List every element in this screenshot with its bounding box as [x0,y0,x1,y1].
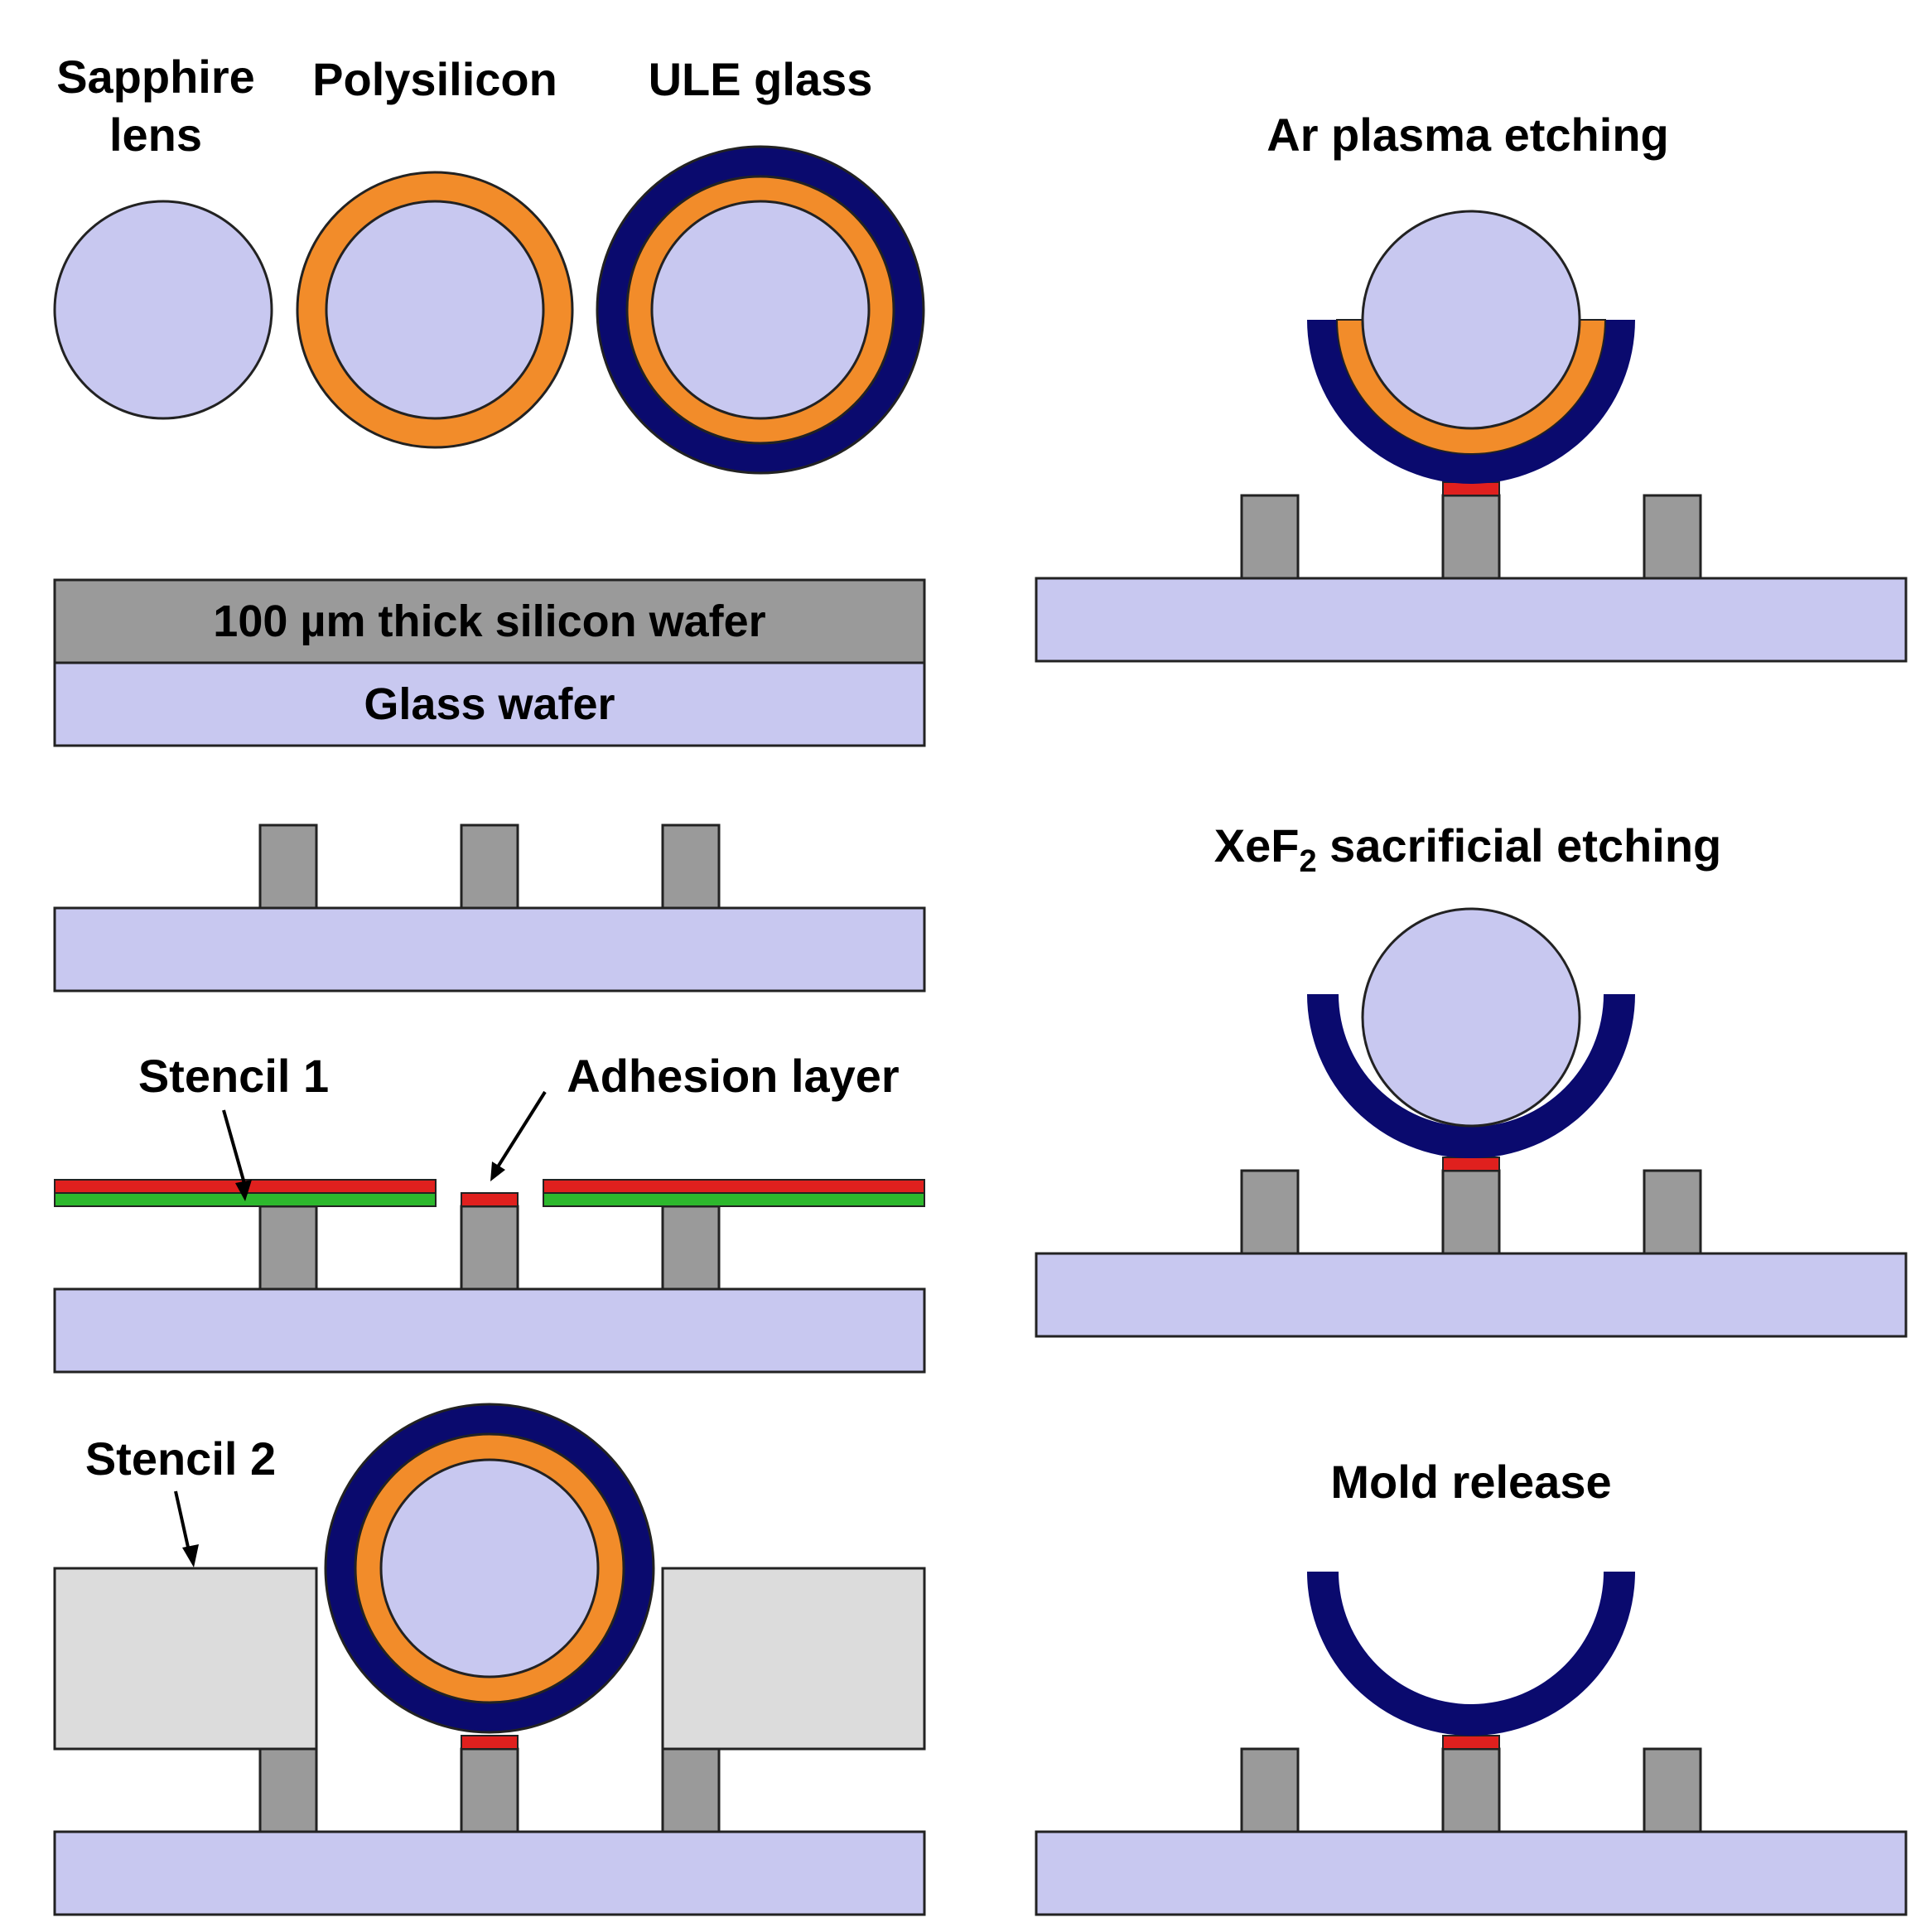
pillar [460,824,519,910]
glass-wafer-label: Glass wafer [364,679,615,729]
stencil1-right-adhesion [543,1179,925,1194]
pillar [258,824,318,910]
pillar [460,1747,519,1833]
xef2-etching-step: XeF2 sacrificial etching [1035,819,1908,1338]
pillar-adhesion-pad [1442,1735,1500,1750]
pillar [1643,494,1702,580]
xef2-label-prefix: XeF [1214,819,1300,872]
ule-inner-lens [650,200,871,420]
pillar-adhesion-pad [1442,481,1500,496]
glass-substrate [1035,577,1908,663]
pillar-adhesion-pad [1442,1157,1500,1171]
stencil1-label: Stencil 1 [138,1050,329,1102]
pillar [1240,494,1300,580]
pillar [1441,1169,1501,1255]
silicon-wafer [53,578,926,664]
pillar [258,1205,318,1291]
pillar-adhesion-pad [461,1735,519,1750]
lens-core [1361,210,1581,430]
pillar-adhesion-pad [461,1192,519,1207]
polysilicon-label: Polysilicon [312,53,557,105]
xef2-label-subscript: 2 [1299,844,1316,879]
ar-plasma-label: Ar plasma etching [1266,109,1668,161]
pillar [661,1747,721,1833]
stencil2-right-block [661,1567,926,1751]
etched-pillars-step [53,824,926,993]
stencil1-arrowhead [235,1180,252,1201]
wafer-stack: 100 µm thick silicon wafer Glass wafer [53,578,926,747]
sapphire-lens-label-line2: lens [109,109,202,161]
mold-release-label: Mold release [1330,1456,1611,1508]
glass-substrate [53,906,926,993]
adhesion-arrowhead [490,1162,505,1181]
stencil2-arrowhead [182,1544,199,1567]
ar-plasma-step: Ar plasma etching [1035,109,1908,663]
mold-release-step: Mold release [1035,1456,1908,1916]
glass-substrate [1035,1252,1908,1338]
stencil1-step: Stencil 1 Adhesion layer [53,1050,926,1374]
sapphire-lens-label-line1: Sapphire [56,51,255,103]
stencil2-left-block [53,1567,318,1751]
polysilicon-inner-lens [325,200,545,420]
ule-glass-label: ULE glass [649,53,873,105]
stencil2-arrow [174,1490,191,1552]
glass-substrate [1035,1830,1908,1916]
pillar [1643,1169,1702,1255]
pillar [1643,1747,1702,1833]
sapphire-lens-circle [53,200,273,420]
glass-wafer [53,661,926,747]
silicon-wafer-label: 100 µm thick silicon wafer [213,597,765,646]
pillar [258,1747,318,1833]
adhesion-layer-label: Adhesion layer [567,1050,899,1102]
xef2-label: XeF2 sacrificial etching [1214,819,1721,879]
ule-glass-mold-shell [1307,994,1635,1158]
pillar [1441,494,1501,580]
pillar [661,1205,721,1291]
released-mold-shell [1307,1572,1635,1736]
stencil1-arrow [222,1109,247,1187]
stencil2-step: Stencil 2 [53,1403,926,1916]
lens-core [1361,907,1581,1128]
glass-substrate [53,1287,926,1374]
materials-legend: Sapphire lens Polysilicon ULE glass [53,51,925,475]
pillar [661,824,721,910]
coated-lens-core [379,1458,600,1678]
stencil1-right-green [543,1192,925,1207]
glass-substrate [53,1830,926,1916]
stencil2-label: Stencil 2 [85,1432,276,1485]
adhesion-arrow [495,1090,547,1170]
pillar [460,1205,519,1291]
pillar [1240,1747,1300,1833]
pillar [1240,1169,1300,1255]
xef2-label-suffix: sacrificial etching [1317,819,1722,872]
pillar [1441,1747,1501,1833]
